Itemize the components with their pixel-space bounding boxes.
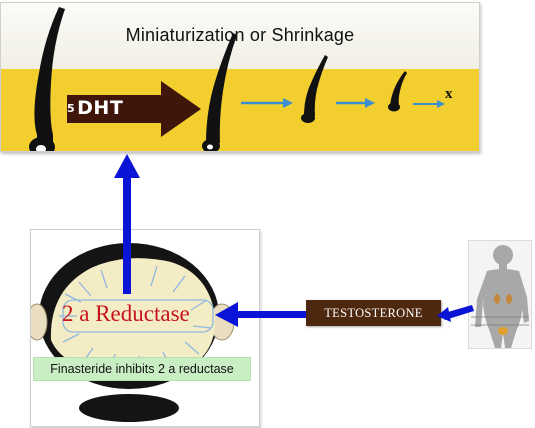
kidney-icon [494, 294, 500, 304]
finasteride-note: Finasteride inhibits 2 a reductase [33, 357, 251, 381]
reductase-box-outline [62, 299, 214, 333]
reductase-enzyme-label: 2 a Reductase [62, 301, 190, 326]
dht-arrow [67, 81, 201, 137]
body-arm [515, 271, 529, 323]
scalp-to-follicle-arrow [114, 154, 140, 294]
progression-arrow-3 [413, 100, 445, 108]
panel-title: Miniaturization or Shrinkage [125, 25, 355, 45]
large-hair-follicle [34, 7, 65, 151]
scalp-panel [30, 229, 260, 427]
miniaturization-panel: Miniaturization or Shrinkage [0, 2, 480, 152]
dht-prefix: 5 [67, 102, 76, 115]
panel-background [1, 3, 479, 69]
human-body-figure [471, 245, 529, 348]
body-arm [475, 271, 491, 327]
tiny-hair-bulb [388, 102, 400, 112]
kidney-icon [506, 294, 512, 304]
body-figure-panel [468, 240, 532, 349]
progression-arrow-1 [241, 98, 293, 108]
tiny-hair-follicle [390, 71, 407, 106]
testis-icon [498, 327, 508, 335]
small-hair-bulb [301, 113, 315, 123]
bald-scalp-area [50, 258, 216, 375]
body-legs [489, 329, 517, 348]
testosterone-label: TESTOSTERONE [306, 300, 441, 326]
dht-text: DHT [77, 97, 124, 119]
medium-hair-follicle [206, 33, 237, 143]
body-head [493, 245, 513, 265]
scalp-illustration [31, 243, 235, 422]
body-torso [483, 269, 523, 329]
body-to-testosterone-arrow [437, 305, 474, 322]
end-x-label: x [445, 86, 453, 102]
progression-arrow-2 [336, 98, 375, 108]
large-hair-bulb [29, 137, 55, 151]
small-hair-follicle [304, 55, 328, 116]
hair-follicles-illustration [29, 7, 445, 151]
testosterone-to-scalp-arrow [215, 302, 306, 327]
head-ear [31, 303, 48, 341]
